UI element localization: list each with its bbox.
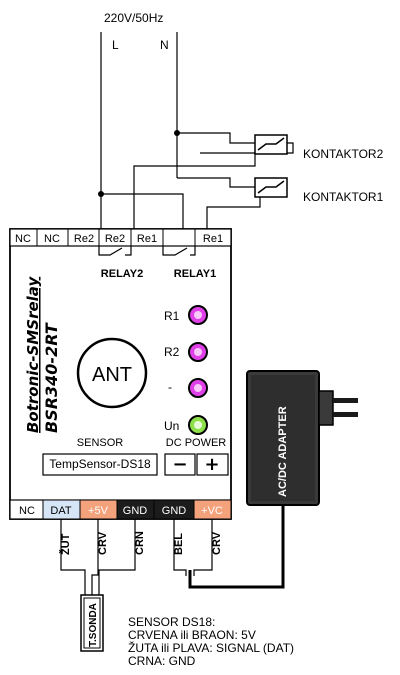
led-label: - (168, 380, 172, 394)
sensor-notes: SENSOR DS18: CRVENA ili BRAON: 5V ŽUTA i… (128, 615, 294, 668)
wire-label: BEL (173, 533, 185, 555)
line-label: L (112, 38, 119, 52)
bottom-wires (60, 519, 213, 595)
note-line: ŽUTA ili PLAVA: SIGNAL (DAT) (128, 640, 294, 655)
mains-voltage-label: 220V/50Hz (104, 11, 163, 25)
contactor2: KONTAKTOR2 (254, 134, 384, 161)
sensor-label: SENSOR (77, 437, 124, 449)
device: NC NC Re2 Re2 Re1 Re1 RELAY2 RELAY1 Botr… (9, 228, 232, 520)
bottom-terminal: GND (162, 505, 187, 517)
contactor-wiring (101, 132, 294, 229)
top-terminal: Re1 (203, 233, 223, 245)
led-r2: R2 (164, 342, 208, 362)
top-terminal-strip: NC NC Re2 Re2 Re1 Re1 (9, 228, 232, 247)
probe-label: T.SONDA (88, 603, 99, 647)
top-terminal: Re2 (105, 233, 125, 245)
relay-contacts (98, 246, 196, 256)
top-terminal: Re2 (74, 233, 94, 245)
bottom-terminal: +5V (88, 505, 109, 517)
relay2-label: RELAY2 (101, 268, 143, 280)
contactor-coil-symbol (257, 137, 285, 151)
led-label: Un (164, 419, 179, 433)
contactor1-label: KONTAKTOR1 (303, 190, 384, 204)
top-terminal: Re1 (137, 233, 157, 245)
sensor-connector-label: TempSensor-DS18 (49, 457, 151, 471)
temperature-probe: T.SONDA (80, 594, 104, 652)
wire-labels: ŽUT CRV CRN BEL CRV (59, 531, 223, 555)
adapter-prong (333, 398, 358, 403)
model-name: Botronic-SMSrelay (24, 276, 42, 433)
led-label: R1 (164, 309, 180, 323)
top-terminal: NC (44, 233, 60, 245)
acdc-adapter: AC/DC ADAPTER (188, 370, 358, 589)
contactor2-label: KONTAKTOR2 (303, 147, 384, 161)
antenna-label: ANT (92, 364, 132, 386)
bottom-terminal: GND (123, 505, 148, 517)
mains-supply: 220V/50Hz L N (100, 11, 178, 229)
led-r1: R1 (164, 305, 208, 325)
relay1-label: RELAY1 (174, 268, 216, 280)
dc-plus-block (196, 453, 229, 476)
dc-power-label: DC POWER (166, 437, 227, 449)
neutral-label: N (160, 38, 169, 52)
note-line: SENSOR DS18: (128, 615, 215, 629)
wire-label: CRV (97, 531, 109, 555)
contactor1: KONTAKTOR1 (254, 177, 384, 204)
dc-plus-symbol: + (204, 454, 219, 475)
dc-minus-symbol: − (172, 454, 187, 475)
bottom-terminal: DAT (50, 505, 71, 517)
top-terminal: NC (15, 233, 31, 245)
contactor-coil-symbol (257, 180, 285, 194)
led-un: Un (164, 415, 208, 435)
adapter-prong (333, 412, 358, 417)
bottom-terminal: +VC (201, 505, 223, 517)
led-label: R2 (164, 345, 180, 359)
wire-label: CRV (211, 531, 223, 555)
led-unused: - (168, 378, 208, 398)
dc-minus-block (164, 453, 196, 476)
bottom-terminal-strip: NC DAT +5V GND GND +VC (9, 499, 232, 520)
antenna-connector (76, 337, 148, 409)
adapter-plug-block (318, 390, 334, 426)
bottom-terminal: NC (19, 505, 35, 517)
note-line: CRNA: GND (128, 654, 196, 668)
sensor-connector (42, 453, 158, 476)
model-number: BSR340-2RT (42, 322, 61, 433)
note-line: CRVENA ili BRAON: 5V (128, 628, 256, 642)
wire-label: ŽUT (59, 533, 72, 555)
adapter-label: AC/DC ADAPTER (277, 406, 289, 497)
wire-label: CRN (134, 531, 146, 555)
adapter-cable (188, 505, 285, 589)
